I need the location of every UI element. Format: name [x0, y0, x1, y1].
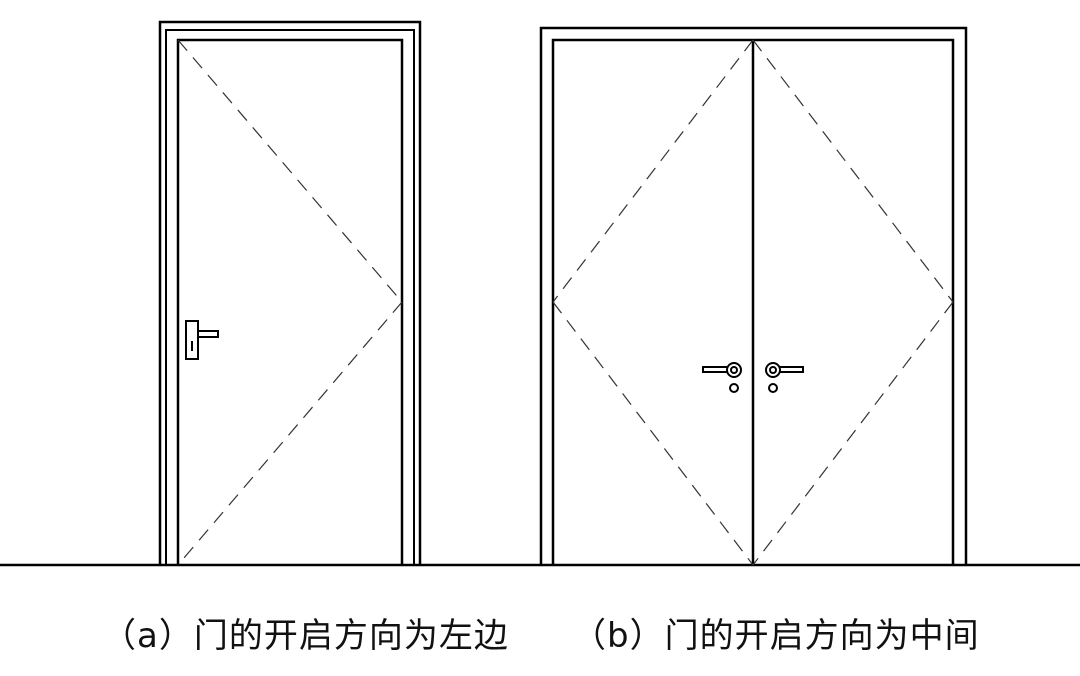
caption-single-door: （a）门的开启方向为左边 — [102, 616, 509, 656]
single-door-frame-outer — [158, 20, 422, 565]
left-leaf-swing-line-bottom — [552, 301, 754, 566]
right-leaf-swing-line-top — [752, 39, 954, 303]
left-leaf-handle-icon — [702, 362, 742, 393]
right-leaf-handle-icon — [765, 362, 804, 393]
double-door-frame-outer — [539, 26, 968, 565]
single-door — [158, 20, 422, 566]
caption-double-door: （b）门的开启方向为中间 — [572, 616, 980, 656]
right-leaf-swing-line-bottom — [752, 301, 954, 566]
left-leaf-swing-line-top — [552, 39, 754, 303]
single-door-swing-line-top — [177, 39, 403, 303]
single-door-swing-line-bottom — [177, 301, 403, 566]
single-door-handle-icon — [185, 320, 219, 360]
double-door — [539, 26, 968, 566]
single-door-leaf — [176, 38, 404, 565]
single-door-frame-trim — [165, 29, 415, 565]
